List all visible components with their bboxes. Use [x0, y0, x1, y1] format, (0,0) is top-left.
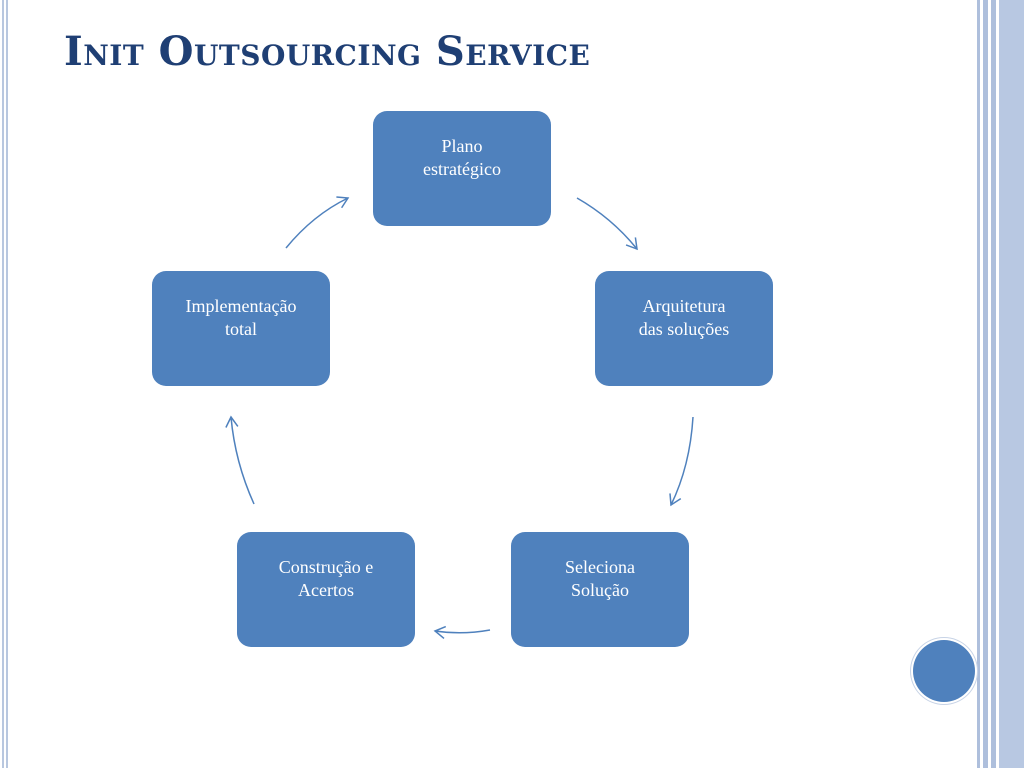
- node-arquitetura-das-solucoes: Arquitetura das soluções: [595, 271, 773, 386]
- slide-title: Init Outsourcing Service: [64, 28, 591, 75]
- arrow-construcao-to-implementacao: [225, 415, 255, 505]
- arrow-plano-to-arquitetura: [576, 197, 638, 251]
- node-plano-estrategico: Plano estratégico: [373, 111, 551, 226]
- arrow-arquitetura-to-seleciona: [669, 416, 694, 507]
- node-label: Implementação total: [185, 295, 297, 339]
- node-label: Construção e Acertos: [278, 556, 374, 600]
- node-label: Plano estratégico: [423, 135, 501, 179]
- node-label: Seleciona Solução: [565, 556, 635, 600]
- node-implementacao-total: Implementação total: [152, 271, 330, 386]
- node-label: Arquitetura das soluções: [638, 295, 730, 339]
- node-seleciona-solucao: Seleciona Solução: [511, 532, 689, 647]
- node-construcao-e-acertos: Construção e Acertos: [237, 532, 415, 647]
- right-border-decoration: [974, 0, 1024, 768]
- left-border-decoration: [0, 0, 10, 768]
- arrow-seleciona-to-construcao: [433, 625, 491, 639]
- arrow-implementacao-to-plano: [285, 196, 350, 249]
- circle-dot-icon: [913, 640, 975, 702]
